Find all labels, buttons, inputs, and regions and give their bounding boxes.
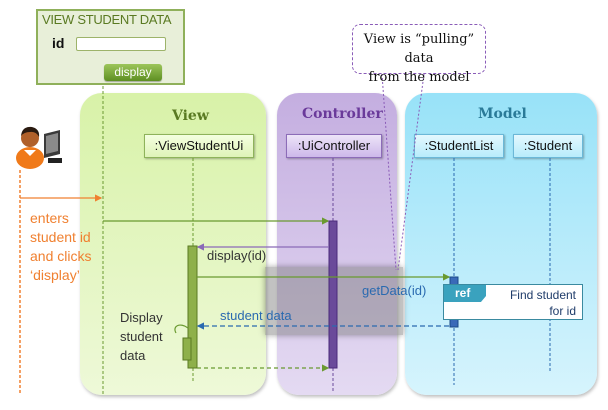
get-data-label: getData(id) — [362, 283, 427, 298]
self-note-line: Display — [120, 310, 163, 325]
student-object: :Student — [513, 134, 583, 158]
ref-description: Find student for id — [510, 287, 576, 319]
actor-note-line: ‘display’ — [30, 267, 80, 283]
view-lane-title: View — [172, 108, 209, 124]
display-button[interactable]: display — [104, 64, 162, 81]
ref-tag: ref — [444, 285, 486, 302]
display-message-label: display(id) — [207, 248, 267, 263]
ref-line: for id — [549, 304, 576, 318]
callout-pointer-2 — [397, 73, 425, 271]
controller-activation — [328, 220, 338, 369]
callout-line-1: View is “pulling” data — [363, 32, 475, 66]
self-call-note: Display student data — [120, 308, 163, 365]
view-student-ui-object: :ViewStudentUi — [144, 134, 254, 158]
view-activation — [187, 245, 198, 369]
actor-action-note: enters student id and clicks ‘display’ — [30, 209, 91, 285]
actor-note-line: and clicks — [30, 248, 92, 264]
view-student-data-form: VIEW STUDENT DATA id display — [36, 9, 185, 85]
ui-controller-object: :UiController — [286, 134, 382, 158]
view-self-activation — [182, 337, 192, 361]
self-note-line: data — [120, 348, 146, 363]
actor-note-line: student id — [30, 229, 91, 245]
model-lane-title: Model — [478, 106, 527, 122]
ref-frame: ref Find student for id — [443, 284, 583, 320]
id-input[interactable] — [76, 37, 166, 51]
controller-lane-title: Controller — [302, 106, 383, 122]
callout-line-2: from the model — [368, 70, 470, 85]
student-list-object: :StudentList — [414, 134, 504, 158]
pulling-data-callout: View is “pulling” data from the model — [352, 24, 486, 85]
user-at-computer-icon — [8, 114, 64, 170]
callout-pointer-1 — [381, 73, 397, 271]
ref-line: Find student — [509, 288, 576, 302]
actor-note-line: enters — [30, 210, 69, 226]
self-call-arrow — [174, 324, 189, 334]
form-title: VIEW STUDENT DATA — [42, 12, 172, 27]
self-note-line: student — [120, 329, 163, 344]
id-label: id — [52, 35, 65, 51]
student-data-label: student data — [220, 308, 292, 323]
